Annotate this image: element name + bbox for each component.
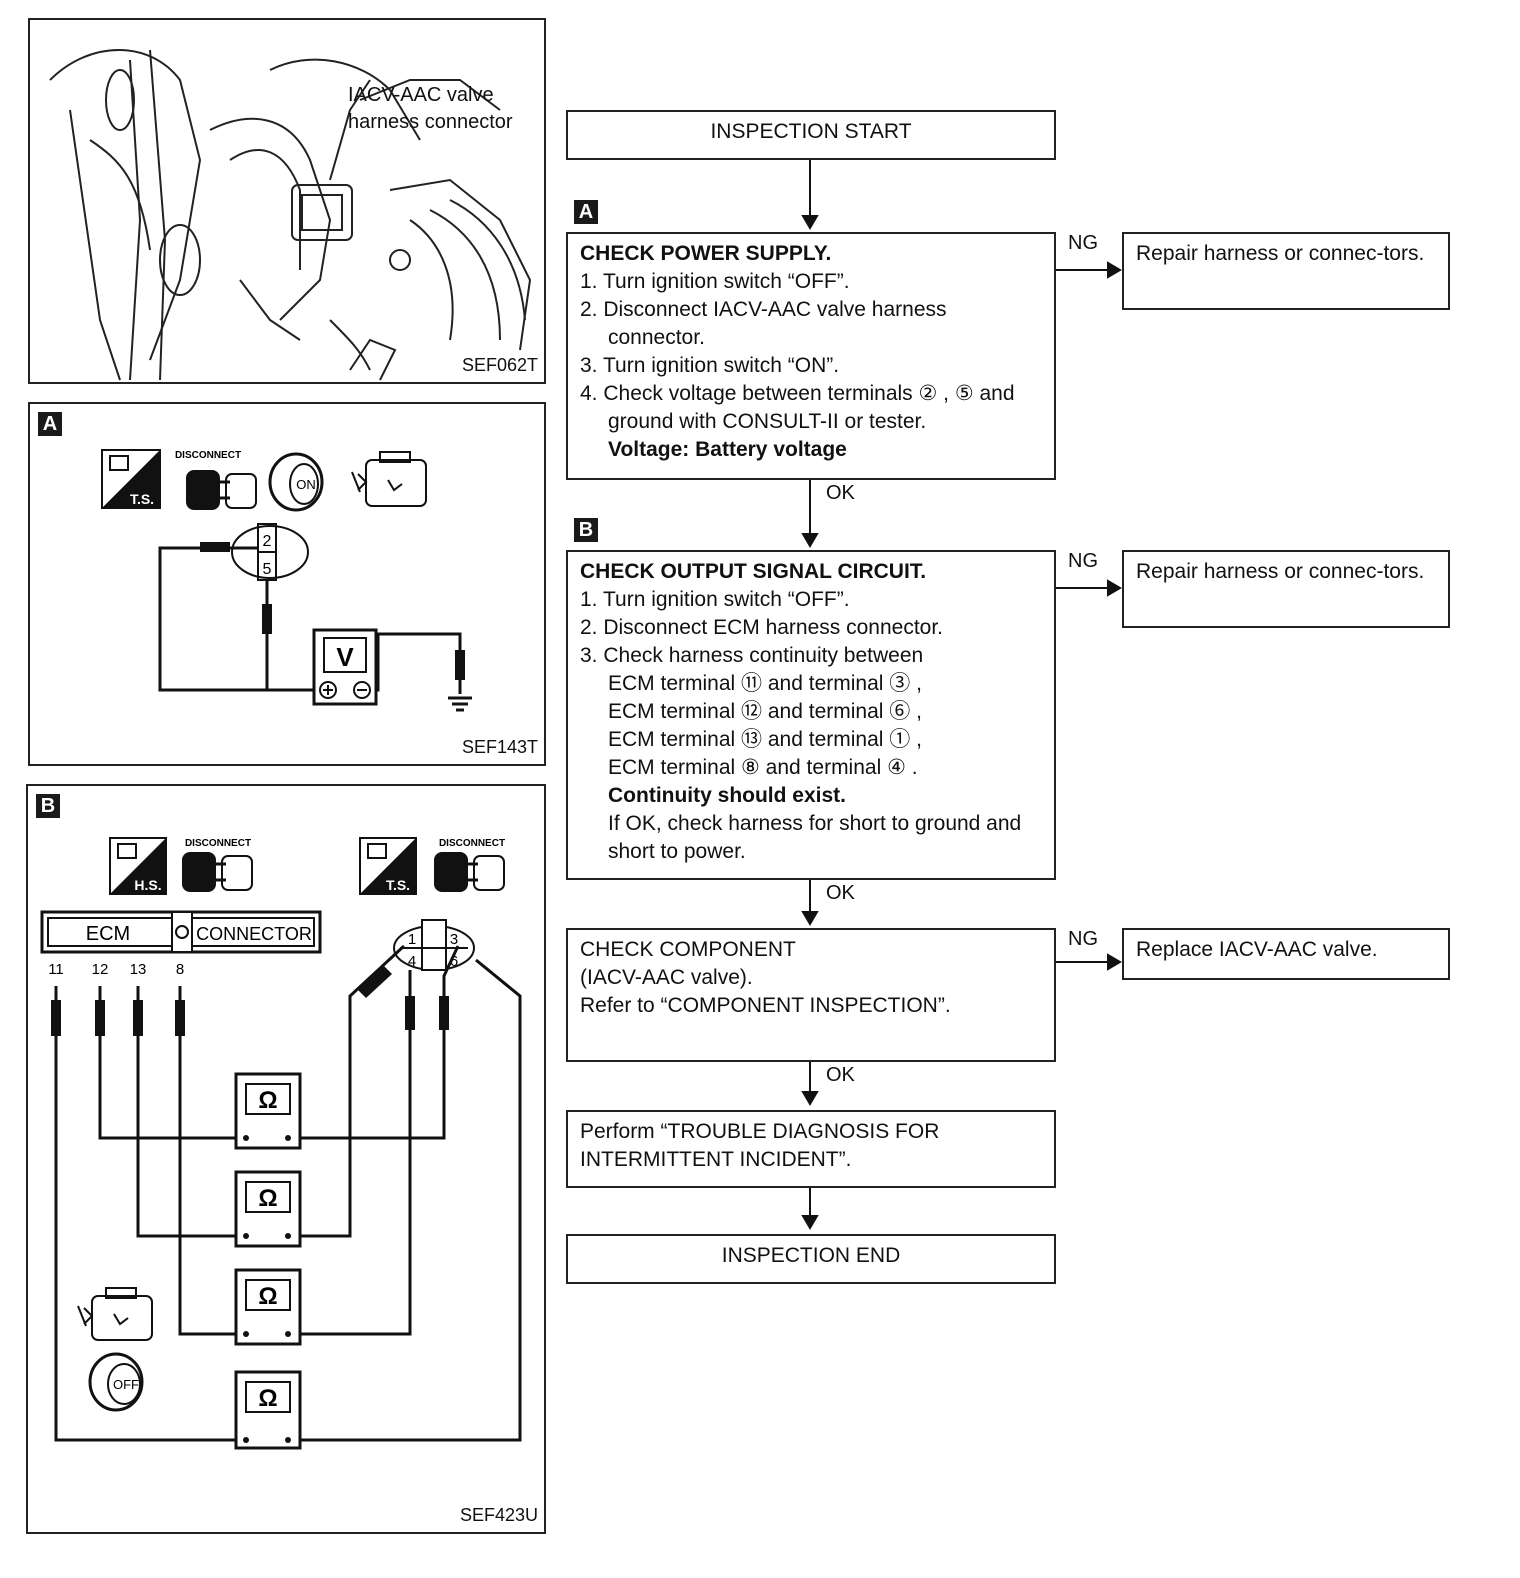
ohmmeter-label: Ω: [258, 1087, 277, 1114]
step-b-item: 2. Disconnect ECM harness connector.: [580, 616, 944, 639]
ecm-pin-label: 8: [176, 961, 184, 978]
figure-id: SEF423U: [459, 1505, 538, 1525]
step-b-pair: ECM terminal ⑧ and terminal ④ .: [608, 756, 918, 779]
ecm-pin-label: 12: [92, 961, 109, 978]
step-a-item: 4. Check voltage between terminals ② , ⑤…: [580, 382, 1015, 433]
hs-label: H.S.: [134, 877, 161, 893]
step-a-tag: A: [574, 200, 598, 224]
figure-id: SEF062T: [461, 355, 538, 375]
engine-icon: [77, 1287, 153, 1341]
figure-a-panel: A T.S. DISCONNECT ON: [28, 402, 546, 766]
connector-label: CONNECTOR: [196, 924, 312, 944]
figure-a-wiring: V 2 5: [158, 523, 472, 712]
ecm-label: ECM: [86, 923, 130, 945]
ignition-key-icon: [88, 1352, 144, 1412]
step-b-item: 3. Check harness continuity between: [580, 644, 924, 667]
step-b-spec: Continuity should exist.: [608, 784, 847, 807]
step-a-ng-action-box: Repair harness or connec-tors.: [1122, 232, 1450, 310]
inspection-end-box: INSPECTION END: [566, 1234, 1056, 1284]
terminal-2-label: 2: [263, 533, 272, 550]
step-a-title: CHECK POWER SUPPLY.: [580, 242, 832, 265]
engine-icon: [351, 451, 427, 507]
ok-label: OK: [826, 482, 855, 504]
step-c-line-3: Refer to “COMPONENT INSPECTION”.: [580, 994, 951, 1017]
step-b-item: 1. Turn ignition switch “OFF”.: [580, 588, 850, 611]
step-c-ng-action: Replace IACV-AAC valve.: [1136, 938, 1378, 961]
ts-label: T.S.: [130, 491, 154, 507]
step-b-pair: ECM terminal ⑪ and terminal ③ ,: [608, 672, 922, 695]
callout-label: IACV-AAC valve harness connector: [348, 82, 513, 136]
disconnect-label: DISCONNECT: [185, 838, 251, 849]
callout-line-1: IACV-AAC valve: [348, 84, 494, 106]
disconnect-icon: [182, 852, 253, 892]
disconnect-label: DISCONNECT: [175, 450, 241, 461]
ohmmeter-label: Ω: [258, 1385, 277, 1412]
inspection-start-box: INSPECTION START: [566, 110, 1056, 160]
step-c-line-2: (IACV-AAC valve).: [580, 966, 753, 989]
step-b-box: CHECK OUTPUT SIGNAL CIRCUIT. 1. Turn ign…: [566, 550, 1056, 880]
figure-b-diagram: H.S. DISCONNECT T.S. DISCONNECT ECM CONN…: [40, 837, 522, 1450]
ohmmeter-2: [234, 1170, 302, 1248]
conn-terminal-label: 4: [408, 953, 416, 970]
step-a-spec: Voltage: Battery voltage: [608, 438, 847, 461]
figure-b-panel: B H.S. DISCONNECT T.S. DISCONNECT: [26, 784, 546, 1534]
ok-label: OK: [826, 882, 855, 904]
step-a-item: 3. Turn ignition switch “ON”.: [580, 354, 840, 377]
ng-label: NG: [1068, 232, 1098, 254]
ts-icon: [101, 449, 161, 509]
step-b-pair: ECM terminal ⑬ and terminal ① ,: [608, 728, 922, 751]
ohmmeter-label: Ω: [258, 1185, 277, 1212]
ng-label: NG: [1068, 928, 1098, 950]
terminal-5-label: 5: [263, 561, 272, 578]
step-b-title: CHECK OUTPUT SIGNAL CIRCUIT.: [580, 560, 927, 583]
disconnect-icon: [186, 470, 257, 510]
callout-line-2: harness connector: [348, 111, 513, 133]
step-a-ng-action: Repair harness or connec-tors.: [1136, 242, 1425, 265]
figure-b-tag: B: [36, 794, 60, 818]
ohmmeter-label: Ω: [258, 1283, 277, 1310]
voltmeter-label: V: [336, 642, 354, 672]
step-b-note: If OK, check harness for short to ground…: [608, 812, 1022, 863]
figure-a-tag: A: [38, 412, 62, 436]
conn-terminal-label: 1: [408, 931, 416, 948]
step-b-tag: B: [574, 518, 598, 542]
ignition-key-icon: [268, 452, 324, 512]
disconnect-icon: [434, 852, 505, 892]
step-a-item: 1. Turn ignition switch “OFF”.: [580, 270, 850, 293]
key-on-label: ON: [296, 477, 316, 492]
ts-icon: [359, 837, 417, 895]
ohmmeter-1: [234, 1072, 302, 1150]
step-d-text: Perform “TROUBLE DIAGNOSIS FOR INTERMITT…: [580, 1120, 940, 1171]
engine-illustration: [49, 49, 532, 381]
inspection-start-label: INSPECTION START: [710, 120, 912, 143]
ohmmeter-3: [234, 1268, 302, 1346]
step-d-box: Perform “TROUBLE DIAGNOSIS FOR INTERMITT…: [566, 1110, 1056, 1188]
step-c-ng-action-box: Replace IACV-AAC valve.: [1122, 928, 1450, 980]
step-c-line-1: CHECK COMPONENT: [580, 938, 796, 961]
ng-label: NG: [1068, 550, 1098, 572]
ecm-pin-label: 11: [48, 961, 64, 978]
inspection-end-label: INSPECTION END: [721, 1244, 901, 1267]
ohmmeter-4: [234, 1370, 302, 1450]
conn-terminal-label: 3: [450, 931, 458, 948]
figure-a-icons: T.S. DISCONNECT ON: [101, 449, 427, 512]
figure-id: SEF143T: [461, 737, 538, 757]
step-b-pair: ECM terminal ⑫ and terminal ⑥ ,: [608, 700, 922, 723]
key-off-label: OFF: [113, 1377, 139, 1392]
step-b-ng-action-box: Repair harness or connec-tors.: [1122, 550, 1450, 628]
ok-label: OK: [826, 1064, 855, 1086]
engine-illustration-panel: IACV-AAC valve harness connector SEF062T: [28, 18, 546, 384]
hs-icon: [109, 837, 167, 895]
disconnect-label: DISCONNECT: [439, 838, 505, 849]
ts-label: T.S.: [386, 877, 410, 893]
ecm-pin-label: 13: [130, 961, 147, 978]
conn-terminal-label: 6: [450, 953, 458, 970]
step-a-item: 2. Disconnect IACV-AAC valve harness con…: [580, 298, 947, 349]
step-a-box: CHECK POWER SUPPLY. 1. Turn ignition swi…: [566, 232, 1056, 480]
step-c-box: CHECK COMPONENT (IACV-AAC valve). Refer …: [566, 928, 1056, 1062]
step-b-ng-action: Repair harness or connec-tors.: [1136, 560, 1425, 583]
